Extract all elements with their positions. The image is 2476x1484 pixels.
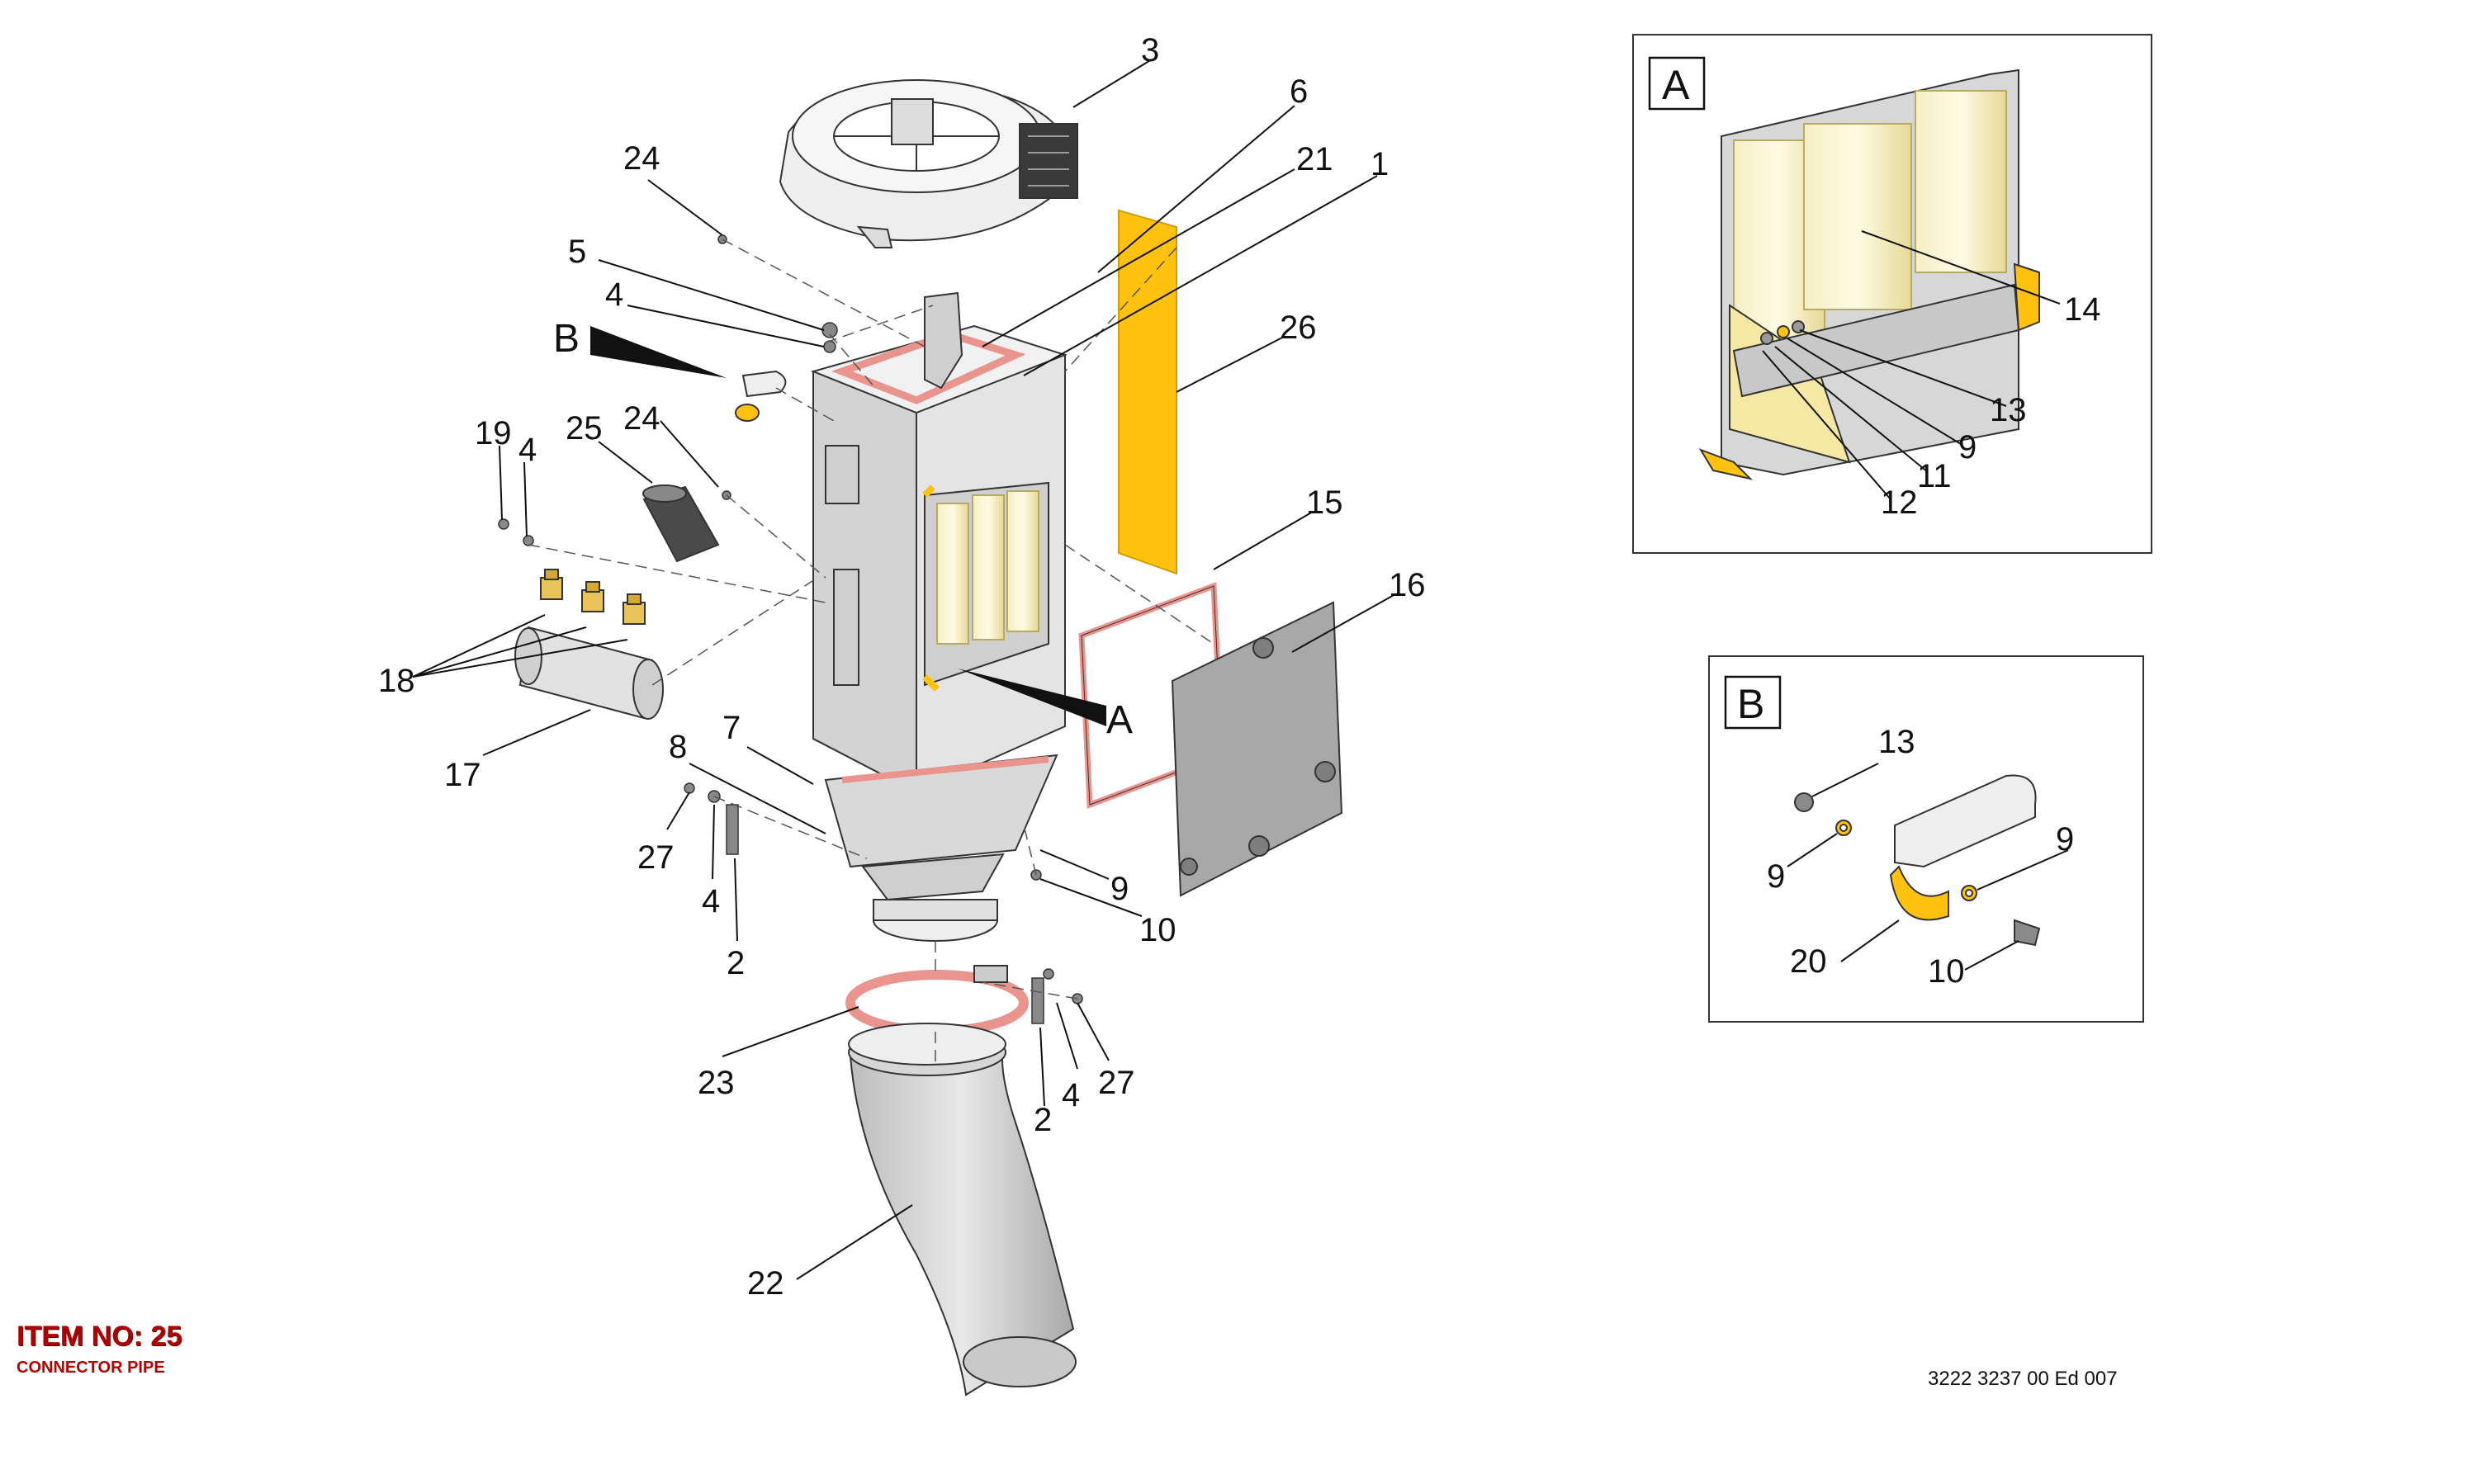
callout-2-right: 2 [1034, 1102, 1052, 1138]
leader-lines [412, 59, 1396, 1280]
callout-10: 10 [1139, 912, 1176, 948]
callout-inset-a-13: 13 [1990, 392, 2027, 428]
callout-23: 23 [698, 1065, 735, 1101]
callout-26: 26 [1280, 310, 1317, 346]
canister-assembly [514, 569, 664, 720]
callout-inset-a-14: 14 [2064, 291, 2101, 328]
callout-21: 21 [1296, 141, 1333, 177]
callout-inset-a-9: 9 [1958, 429, 1977, 466]
callout-16: 16 [1389, 567, 1426, 603]
callout-27-left: 27 [637, 839, 675, 876]
callout-24-mid: 24 [623, 400, 660, 437]
callout-inset-a-12: 12 [1881, 484, 1918, 521]
filter-housing [810, 291, 1068, 794]
fan-unit [779, 79, 1078, 248]
callout-5: 5 [568, 234, 586, 270]
pipe-clamp [845, 965, 1029, 1036]
callout-4-right: 4 [1062, 1077, 1080, 1113]
small-clamp-detail [735, 370, 787, 422]
callout-1: 1 [1371, 146, 1389, 182]
callout-3: 3 [1141, 32, 1159, 69]
inset-a-label: A [1662, 62, 1690, 108]
callout-4-lower: 4 [702, 883, 720, 919]
pointer-label-a: A [1106, 698, 1133, 742]
callout-24-top: 24 [623, 140, 660, 177]
connector-pipe [848, 1023, 1077, 1397]
pointer-wedge-b [590, 326, 727, 378]
hopper [824, 754, 1058, 942]
access-door [1171, 601, 1343, 897]
callout-2-left: 2 [727, 945, 745, 981]
pointer-label-b: B [553, 317, 580, 361]
callout-25: 25 [566, 410, 603, 447]
callout-18: 18 [378, 663, 415, 699]
callout-inset-b-9-right: 9 [2056, 821, 2074, 858]
callout-8: 8 [669, 729, 687, 765]
callout-27-right: 27 [1098, 1065, 1135, 1101]
callout-inset-b-13: 13 [1878, 724, 1915, 760]
assembly-lines [528, 239, 1214, 1065]
inset-b: B 13 9 9 20 10 [1708, 655, 2144, 1023]
callout-17: 17 [444, 757, 481, 793]
item-number-title: ITEM NO: 25 [17, 1321, 182, 1352]
hardware-fasteners [498, 234, 1083, 1024]
callout-22: 22 [747, 1265, 784, 1302]
callout-inset-b-10: 10 [1928, 953, 1965, 990]
inset-b-label: B [1737, 681, 1764, 727]
item-name-subtitle: CONNECTOR PIPE [17, 1359, 165, 1377]
callout-15: 15 [1306, 484, 1343, 521]
document-number: 3222 3237 00 Ed 007 [1928, 1368, 2118, 1390]
callout-7: 7 [722, 710, 741, 746]
inset-a: A 14 13 9 11 12 [1632, 34, 2152, 554]
callout-4-top: 4 [605, 276, 623, 313]
item-25-connector [642, 484, 720, 563]
callout-inset-a-11: 11 [1917, 458, 1952, 494]
callout-inset-b-20: 20 [1790, 943, 1827, 980]
callout-4-left: 4 [518, 432, 537, 468]
callout-inset-b-9-left: 9 [1767, 858, 1785, 895]
callout-19: 19 [475, 415, 512, 451]
callout-6: 6 [1290, 73, 1308, 110]
pointer-wedge-a [958, 669, 1106, 726]
callout-9: 9 [1110, 871, 1129, 907]
